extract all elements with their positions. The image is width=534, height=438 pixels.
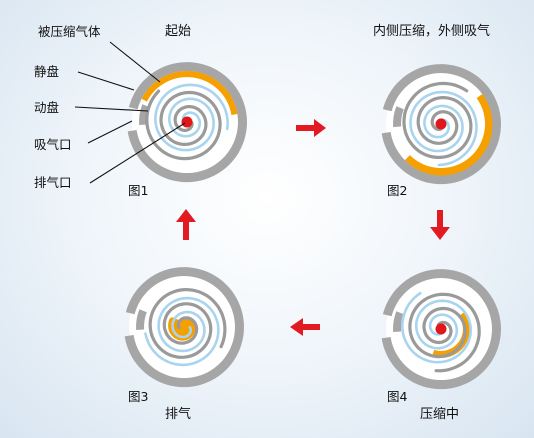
- suction-notch: [393, 106, 404, 127]
- moving-scroll: [409, 90, 478, 167]
- stage-4-diagram: [381, 269, 501, 390]
- title-inner-outer: 内侧压缩，外侧吸气: [373, 24, 491, 39]
- moving-scroll: [144, 296, 220, 367]
- label-compressed-gas: 被压缩气体: [38, 24, 101, 39]
- arrow-left: [290, 318, 320, 336]
- compressed-gas-pocket: [404, 94, 493, 176]
- suction-notch: [136, 309, 147, 330]
- fixed-scroll: [148, 287, 227, 359]
- label-moving-scroll: 动盘: [34, 100, 60, 115]
- figure-label-3: 图3: [128, 389, 149, 404]
- compressed-gas-pocket: [141, 70, 238, 115]
- figure-label-2: 图2: [387, 183, 408, 198]
- fixed-scroll: [408, 292, 481, 373]
- discharge-port: [435, 323, 447, 335]
- leader-moving-scroll: [74, 106, 149, 112]
- label-suction-port: 吸气口: [34, 137, 72, 152]
- stage-1-diagram: [127, 62, 247, 183]
- title-compressing: 压缩中: [420, 407, 460, 422]
- fixed-scroll: [402, 81, 473, 159]
- figure-label-4: 图4: [387, 389, 408, 404]
- leader-discharge-port: [89, 122, 186, 184]
- leader-suction-port: [87, 120, 133, 144]
- arrow-right: [296, 119, 326, 137]
- label-fixed-scroll: 静盘: [34, 64, 60, 79]
- stage-3-diagram: [124, 267, 244, 388]
- suction-notch: [393, 311, 404, 332]
- leader-fixed-scroll: [77, 71, 135, 91]
- arrow-up: [176, 209, 196, 240]
- moving-scroll: [400, 291, 473, 364]
- leader-compressed-gas: [109, 41, 161, 83]
- arrow-down: [430, 210, 450, 240]
- discharge-port: [181, 116, 193, 128]
- discharge-port: [435, 118, 447, 130]
- stage-2-diagram: [381, 64, 501, 185]
- title-discharge: 排气: [165, 407, 192, 422]
- flow-arrows: [176, 119, 450, 336]
- fixed-scroll: [145, 89, 222, 161]
- figure-label-1: 图1: [128, 183, 149, 198]
- moving-scroll: [154, 83, 229, 152]
- title-start: 起始: [165, 24, 192, 39]
- label-discharge-port: 排气口: [34, 175, 72, 190]
- leader-lines: [74, 41, 186, 184]
